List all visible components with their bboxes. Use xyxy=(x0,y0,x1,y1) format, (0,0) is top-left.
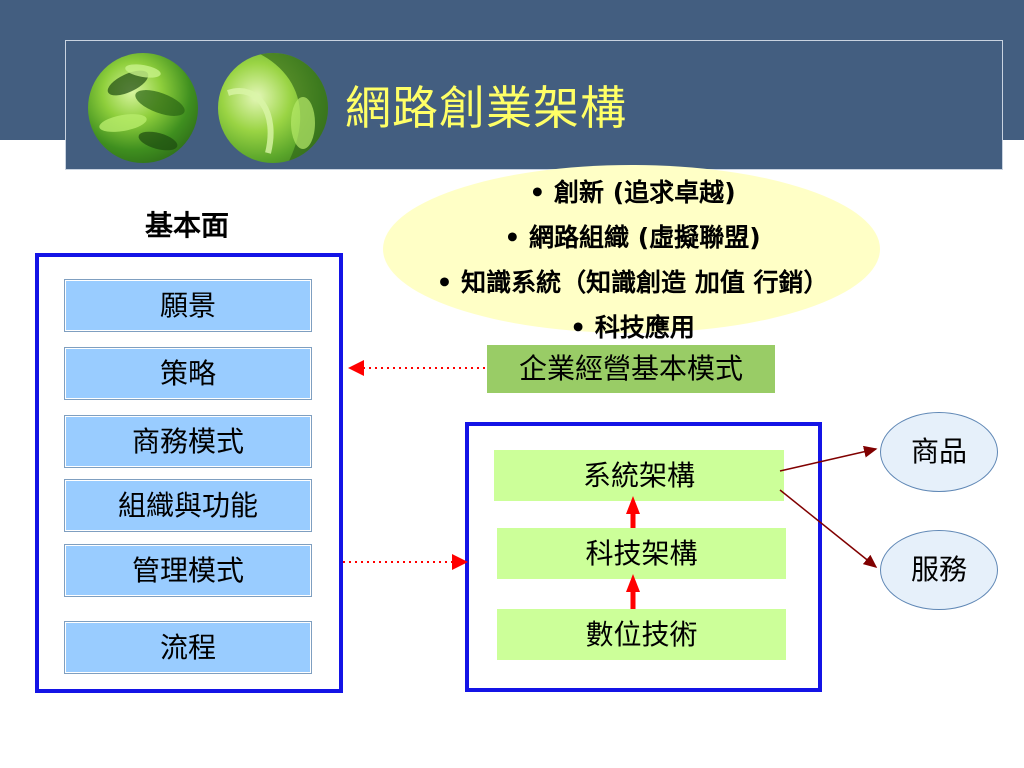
basics-frame xyxy=(35,253,343,693)
digital-to-tech-arrow-head xyxy=(626,574,640,592)
basics-heading: 基本面 xyxy=(144,209,229,242)
process-box: 流程 xyxy=(64,621,312,674)
principle-item: • 知識系統（知識創造 加值 行銷） xyxy=(436,268,829,297)
system-to-product-arrow xyxy=(779,445,878,472)
management-model-box: 管理模式 xyxy=(64,544,312,597)
digital-technology-box: 數位技術 xyxy=(497,609,786,660)
leaf-orb-1-image xyxy=(88,53,198,163)
principle-item: • 科技應用 xyxy=(570,313,695,342)
page-title: 網路創業架構 xyxy=(345,81,627,135)
product-oval: 商品 xyxy=(880,412,998,492)
vision-box: 願景 xyxy=(64,279,312,332)
strategy-box: 策略 xyxy=(64,347,312,400)
principle-item: • 創新 (追求卓越) xyxy=(529,178,736,207)
principles-list: • 創新 (追求卓越) • 網路組織 (虛擬聯盟) • 知識系統（知識創造 加值… xyxy=(355,170,910,350)
system-to-service-arrow xyxy=(779,489,878,568)
principle-item: • 網路組織 (虛擬聯盟) xyxy=(504,223,761,252)
business-mode-label: 企業經營基本模式 xyxy=(487,345,775,393)
leaf-orb-2-image xyxy=(218,53,328,163)
service-oval: 服務 xyxy=(880,530,998,610)
tech-to-system-arrow-head xyxy=(626,496,640,514)
system-architecture-box: 系統架構 xyxy=(494,450,784,501)
business-model-box: 商務模式 xyxy=(64,415,312,468)
technology-architecture-box: 科技架構 xyxy=(497,528,786,579)
principles-ellipse xyxy=(383,165,880,333)
organization-box: 組織與功能 xyxy=(64,479,312,532)
